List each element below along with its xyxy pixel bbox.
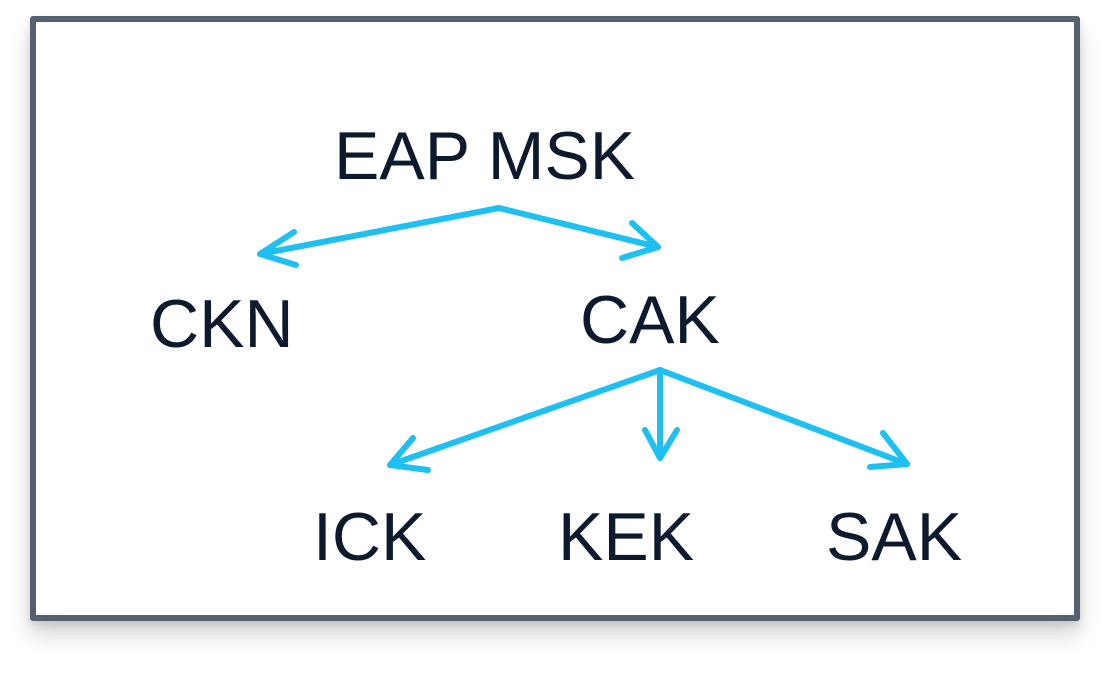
arrow-root-to-cak	[496, 205, 661, 261]
node-ick: ICK	[313, 499, 427, 575]
arrow-cak-to-ick	[387, 367, 663, 473]
node-kek: KEK	[558, 499, 695, 575]
node-ckn: CKN	[150, 286, 294, 362]
diagram-frame	[30, 16, 1080, 621]
node-cak: CAK	[580, 282, 720, 358]
node-sak: SAK	[826, 499, 963, 575]
arrow-cak-to-kek	[642, 367, 680, 461]
arrow-cak-to-sak	[657, 367, 910, 470]
node-root-eap-msk: EAP MSK	[334, 118, 636, 194]
arrow-root-to-ckn	[257, 205, 502, 268]
